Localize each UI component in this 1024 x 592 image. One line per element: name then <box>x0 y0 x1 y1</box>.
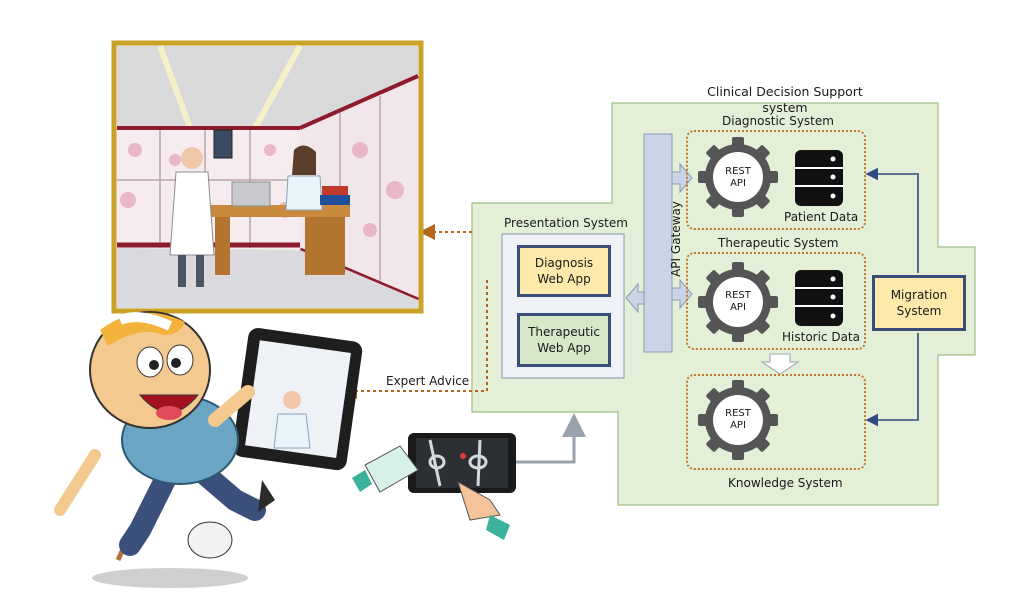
therapeutic-system-label: Therapeutic System <box>718 236 839 250</box>
presentation-gateway-arrow <box>625 282 645 314</box>
knowledge-system-box <box>686 374 866 470</box>
rest-api-gear-knowledge <box>698 380 778 460</box>
rest-api-label-therapeutic: REST API <box>725 290 751 313</box>
rest-api-label-diagnostic: REST API <box>725 166 751 189</box>
migration-line-top <box>865 167 919 273</box>
therapeutic-system-box <box>686 252 866 350</box>
patient-data-label: Patient Data <box>784 210 859 224</box>
diagnostic-system-label: Diagnostic System <box>722 114 834 128</box>
cdss-title: Clinical Decision Support system <box>707 84 863 115</box>
knowledge-system-label: Knowledge System <box>728 476 843 490</box>
migration-system-box[interactable]: Migration System <box>872 275 966 331</box>
rest-api-gear-therapeutic <box>698 262 778 342</box>
api-gateway-bar <box>643 133 673 353</box>
historic-data-label: Historic Data <box>782 330 860 344</box>
xray-tablet-illustration <box>352 433 516 540</box>
database-icon-historic <box>795 270 843 326</box>
patient-tablet-illustration <box>232 327 363 471</box>
patient-cartoon <box>54 311 275 588</box>
database-icon-patient <box>795 150 843 206</box>
clinic-illustration <box>111 40 424 314</box>
diagnostic-system-box <box>686 130 866 230</box>
therapeutic-web-app[interactable]: Therapeutic Web App <box>517 313 611 367</box>
diagnosis-web-app[interactable]: Diagnosis Web App <box>517 245 611 297</box>
migration-line-bottom <box>865 333 919 427</box>
rest-api-gear-diagnostic <box>698 137 778 217</box>
tablet-upload-line <box>515 413 586 464</box>
expert-advice-label: Expert Advice <box>386 374 470 388</box>
rest-api-label-knowledge: REST API <box>725 408 751 431</box>
api-gateway-label: API Gateway <box>669 201 683 277</box>
expert-advice-line <box>341 280 488 399</box>
therapeutic-knowledge-arrow <box>760 353 800 375</box>
presentation-system-label: Presentation System <box>504 216 628 230</box>
